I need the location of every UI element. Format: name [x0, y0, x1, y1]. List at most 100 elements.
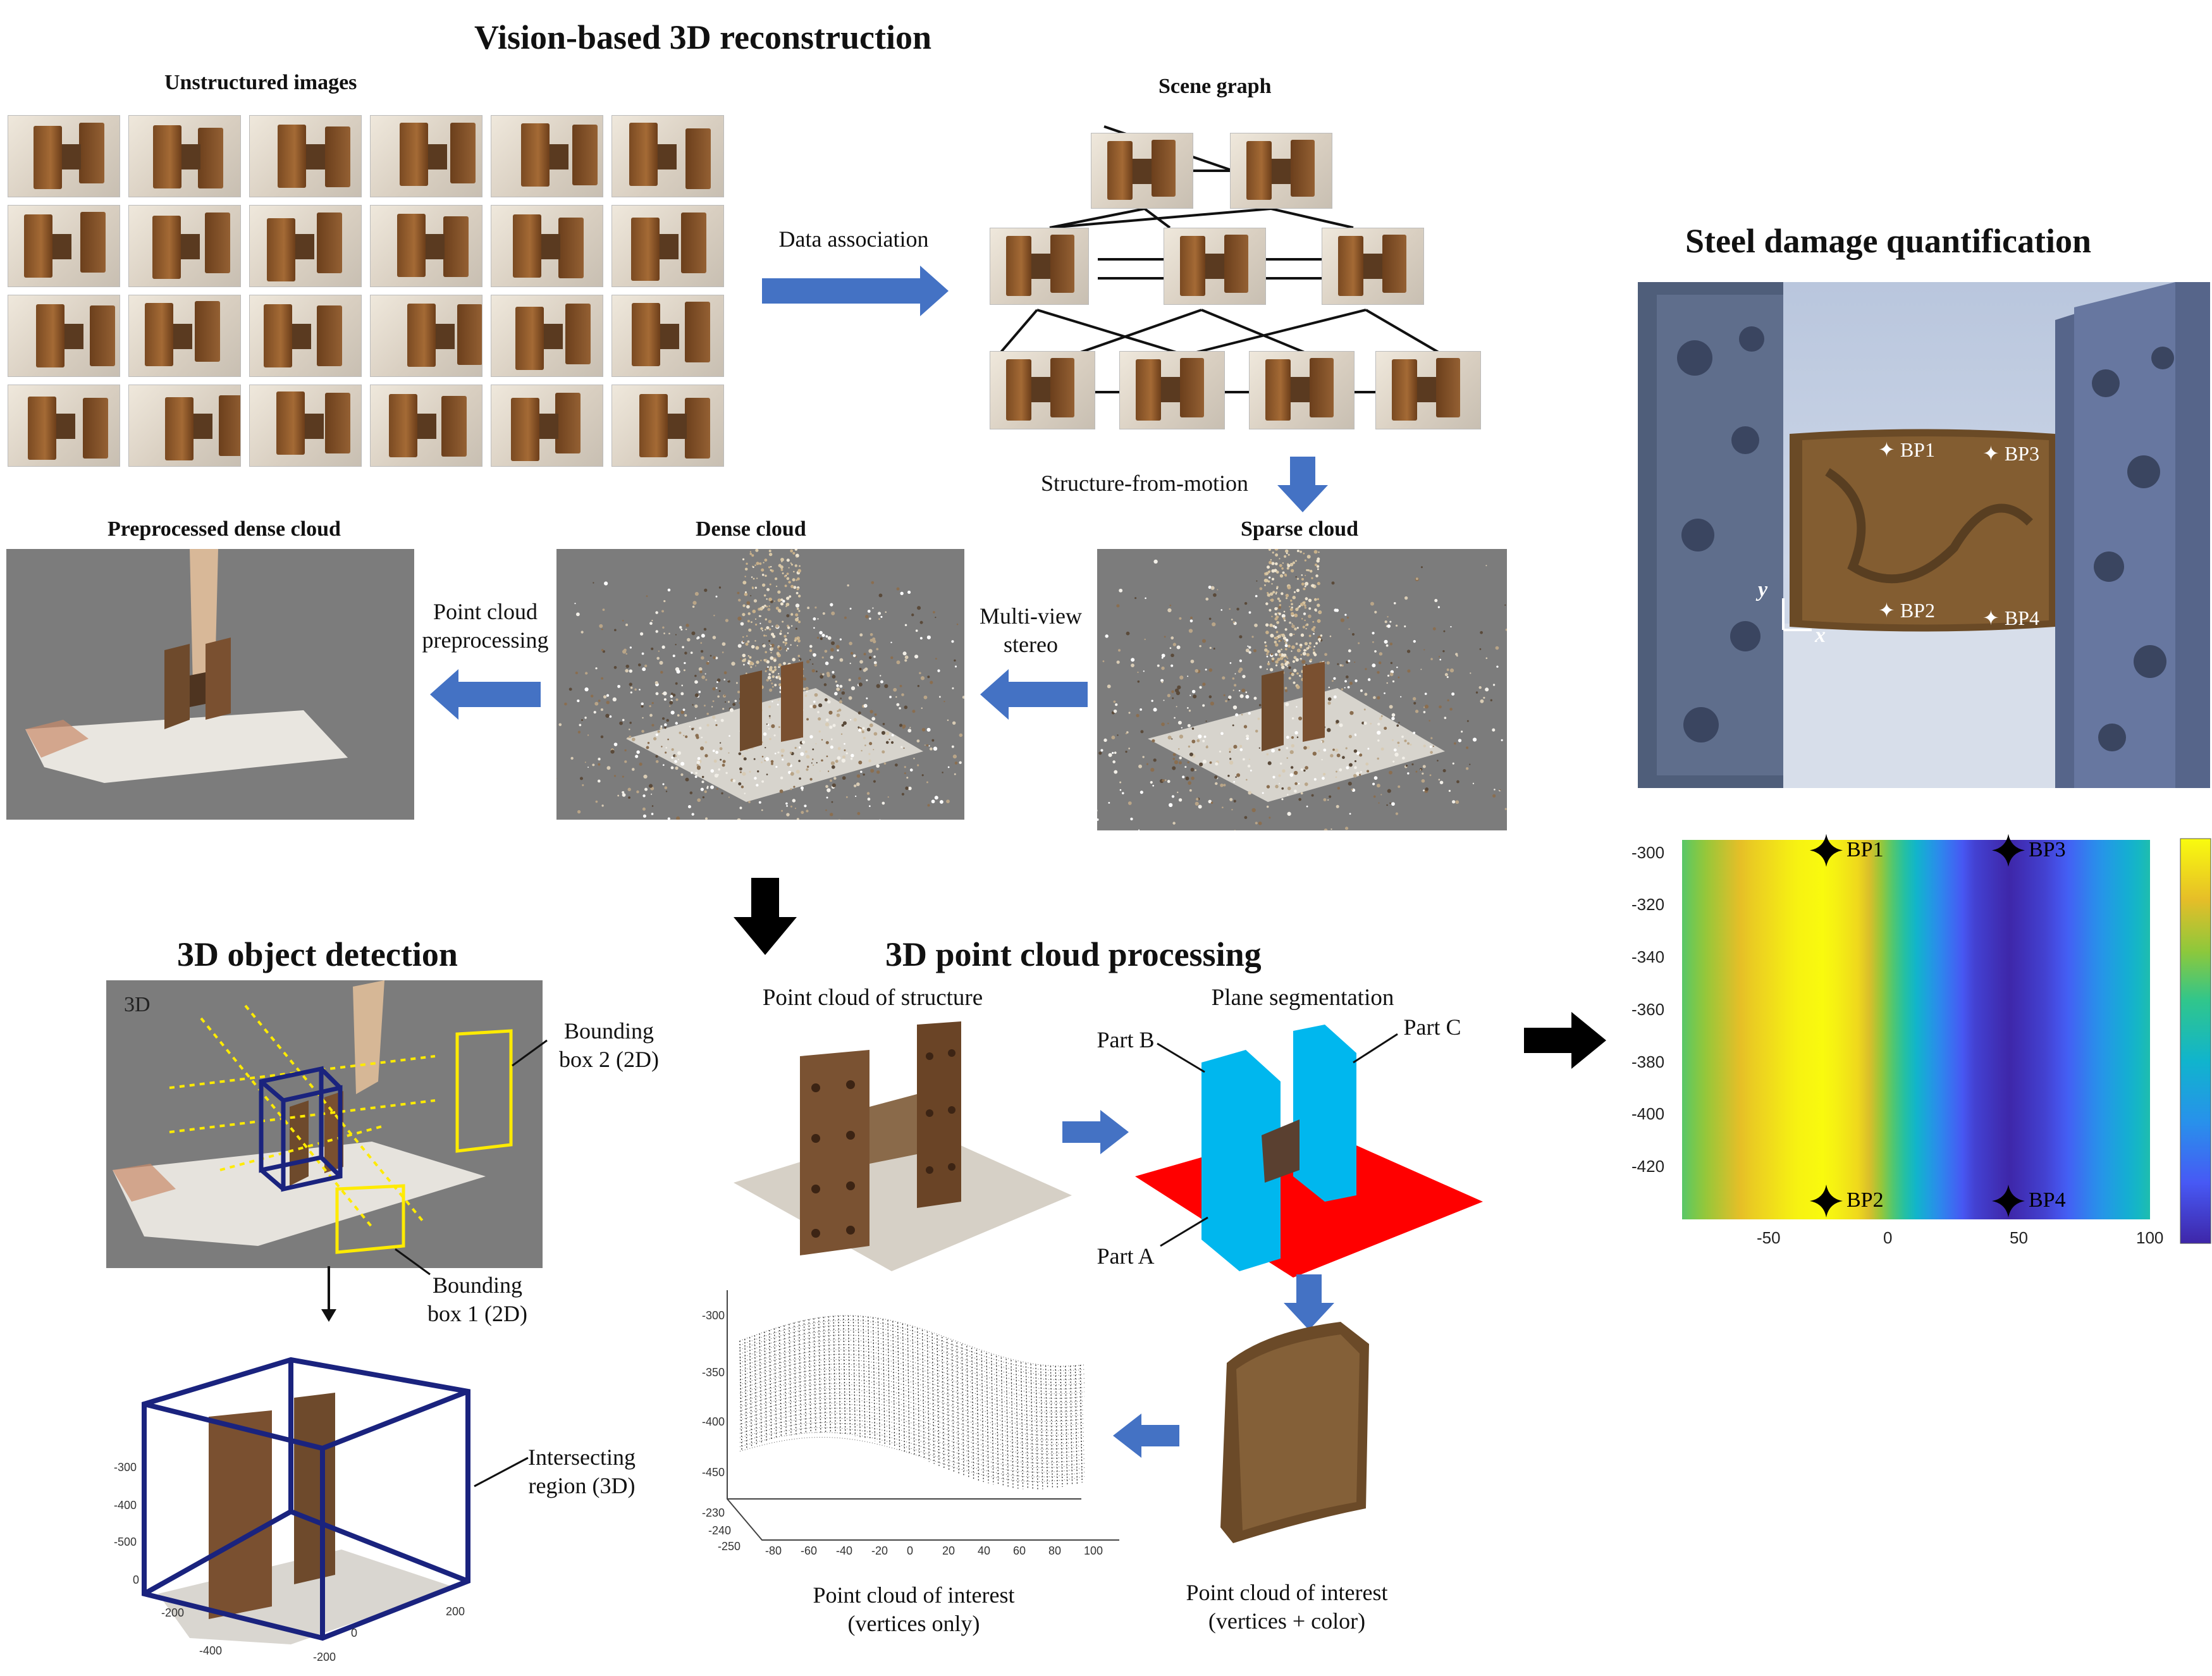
- vertices-z-tick: -350: [702, 1366, 725, 1379]
- detection-z-tick: -500: [114, 1536, 137, 1549]
- vertices-z-tick: -230: [702, 1507, 725, 1520]
- sparse-label: Sparse cloud: [1241, 517, 1358, 541]
- vertices-x-tick: 80: [1048, 1544, 1061, 1558]
- intersect-label: Intersecting region (3D): [519, 1443, 645, 1500]
- heatmap-point-label: BP4: [2029, 1188, 2066, 1212]
- detection-down-arrow: [319, 1266, 338, 1323]
- vertices-z-tick: -400: [702, 1415, 725, 1429]
- to-segmentation-arrow: [1062, 1110, 1132, 1154]
- bbox2-label: Bounding box 2 (2D): [549, 1017, 669, 1074]
- heatmap-y-tick: -320: [1631, 895, 1664, 915]
- sfm-label: Structure-from-motion: [1037, 469, 1252, 498]
- unstructured-image-thumb: [611, 385, 724, 467]
- unstructured-image-thumb: [491, 385, 603, 467]
- bbox2-leader: [487, 1037, 550, 1075]
- unstructured-image-thumb: [128, 295, 241, 377]
- heatmap-point-label: BP3: [2029, 838, 2066, 862]
- processing-title: 3D point cloud processing: [885, 935, 1262, 974]
- scene-graph-node: [1119, 351, 1225, 429]
- unstructured-image-thumb: [249, 115, 362, 197]
- scene-graph-label: Scene graph: [1158, 75, 1272, 99]
- detection-x-tick: 0: [351, 1627, 357, 1640]
- structure-cloud: [727, 1018, 1081, 1271]
- interest-color-cloud: [1214, 1319, 1379, 1546]
- heatmap-y-tick: -420: [1631, 1157, 1664, 1176]
- heatmap-y-tick: -380: [1631, 1052, 1664, 1072]
- unstructured-image-thumb: [370, 115, 482, 197]
- detection-z-tick: -300: [114, 1461, 137, 1474]
- heatmap-y-tick: -400: [1631, 1104, 1664, 1124]
- unstructured-image-thumb: [8, 115, 120, 197]
- data-association-label: Data association: [765, 225, 942, 254]
- interest-color-label: Point cloud of interest (vertices + colo…: [1154, 1579, 1420, 1636]
- data-association-arrow: [762, 266, 952, 316]
- unstructured-image-thumb: [491, 205, 603, 287]
- scene-graph-node: [1322, 228, 1424, 305]
- part-a-label: Part A: [1084, 1242, 1167, 1271]
- vertices-x-tick: 60: [1013, 1544, 1026, 1558]
- scene-graph-node: [1375, 351, 1481, 429]
- unstructured-image-thumb: [491, 295, 603, 377]
- preprocessed-label: Preprocessed dense cloud: [108, 517, 341, 541]
- detection-title: 3D object detection: [177, 935, 458, 974]
- heatmap-y-tick: -300: [1631, 843, 1664, 863]
- structure-label: Point cloud of structure: [740, 983, 1005, 1013]
- intersect-leader: [462, 1455, 531, 1493]
- unstructured-image-thumb: [491, 115, 603, 197]
- unstructured-image-thumb: [8, 295, 120, 377]
- unstructured-image-thumb: [249, 385, 362, 467]
- vertices-x-tick: -60: [801, 1544, 817, 1558]
- scene-graph-node: [990, 228, 1089, 305]
- sparse-cloud-panel: [1097, 549, 1507, 830]
- heatmap-x-tick: 50: [2010, 1228, 2028, 1248]
- unstructured-image-thumb: [128, 385, 241, 467]
- bbox1-leader: [392, 1246, 443, 1284]
- vertices-x-tick: -80: [765, 1544, 782, 1558]
- heatmap-y-tick: -340: [1631, 947, 1664, 967]
- unstructured-image-thumb: [370, 205, 482, 287]
- unstructured-image-thumb: [8, 385, 120, 467]
- heatmap-x-tick: 100: [2136, 1228, 2163, 1248]
- photo-bp2: BP2: [1900, 599, 1935, 622]
- unstructured-image-thumb: [128, 205, 241, 287]
- main-title: Vision-based 3D reconstruction: [474, 18, 931, 57]
- vertices-x-tick: -40: [836, 1544, 852, 1558]
- unstructured-image-thumb: [611, 205, 724, 287]
- photo-bp3: BP3: [2005, 442, 2039, 465]
- scene-graph-node: [990, 351, 1095, 429]
- vertices-z-tick: -450: [702, 1466, 725, 1479]
- part-a-leader: [1157, 1214, 1220, 1252]
- vertices-z-tick: -240: [708, 1524, 731, 1537]
- unstructured-image-thumb: [370, 295, 482, 377]
- detection-x-tick: 200: [446, 1605, 465, 1618]
- unstructured-image-thumb: [611, 115, 724, 197]
- scene-graph-node: [1249, 351, 1355, 429]
- steel-damage-photo: ✦ BP1 ✦ BP3 ✦ BP2 ✦ BP4 y x: [1638, 282, 2210, 788]
- detection-panel: 3D: [106, 980, 543, 1268]
- scene-graph-node: [1230, 133, 1332, 209]
- heatmap-x-tick: 0: [1883, 1228, 1892, 1248]
- vertices-x-tick: 0: [907, 1544, 913, 1558]
- mvs-arrow: [980, 669, 1088, 720]
- heatmap-x-tick: -50: [1757, 1228, 1781, 1248]
- photo-bp4: BP4: [2005, 607, 2039, 629]
- detection-z-tick: -400: [114, 1499, 137, 1512]
- big-down-arrow: [734, 878, 797, 957]
- dense-cloud-panel: [556, 549, 964, 820]
- vertices-x-tick: 100: [1084, 1544, 1103, 1558]
- to-heatmap-arrow: [1524, 1012, 1606, 1069]
- vertices-x-tick: -20: [871, 1544, 888, 1558]
- preprocessed-cloud-panel: [6, 549, 414, 820]
- scene-graph-node: [1164, 228, 1266, 305]
- dense-label: Dense cloud: [696, 517, 806, 541]
- interest-vertices-plot: -300-350-400-450-230-240-250-80-60-40-20…: [702, 1271, 1126, 1575]
- detection-x-tick: -400: [199, 1644, 222, 1658]
- unstructured-image-thumb: [370, 385, 482, 467]
- part-b-leader: [1154, 1040, 1211, 1078]
- heatmap-colorbar: [2180, 839, 2211, 1243]
- heatmap-surface: [1682, 840, 2150, 1219]
- heatmap-point-label: BP1: [1846, 838, 1884, 862]
- unstructured-images-label: Unstructured images: [164, 71, 357, 95]
- detection-x-tick: 0: [133, 1574, 139, 1587]
- unstructured-image-thumb: [611, 295, 724, 377]
